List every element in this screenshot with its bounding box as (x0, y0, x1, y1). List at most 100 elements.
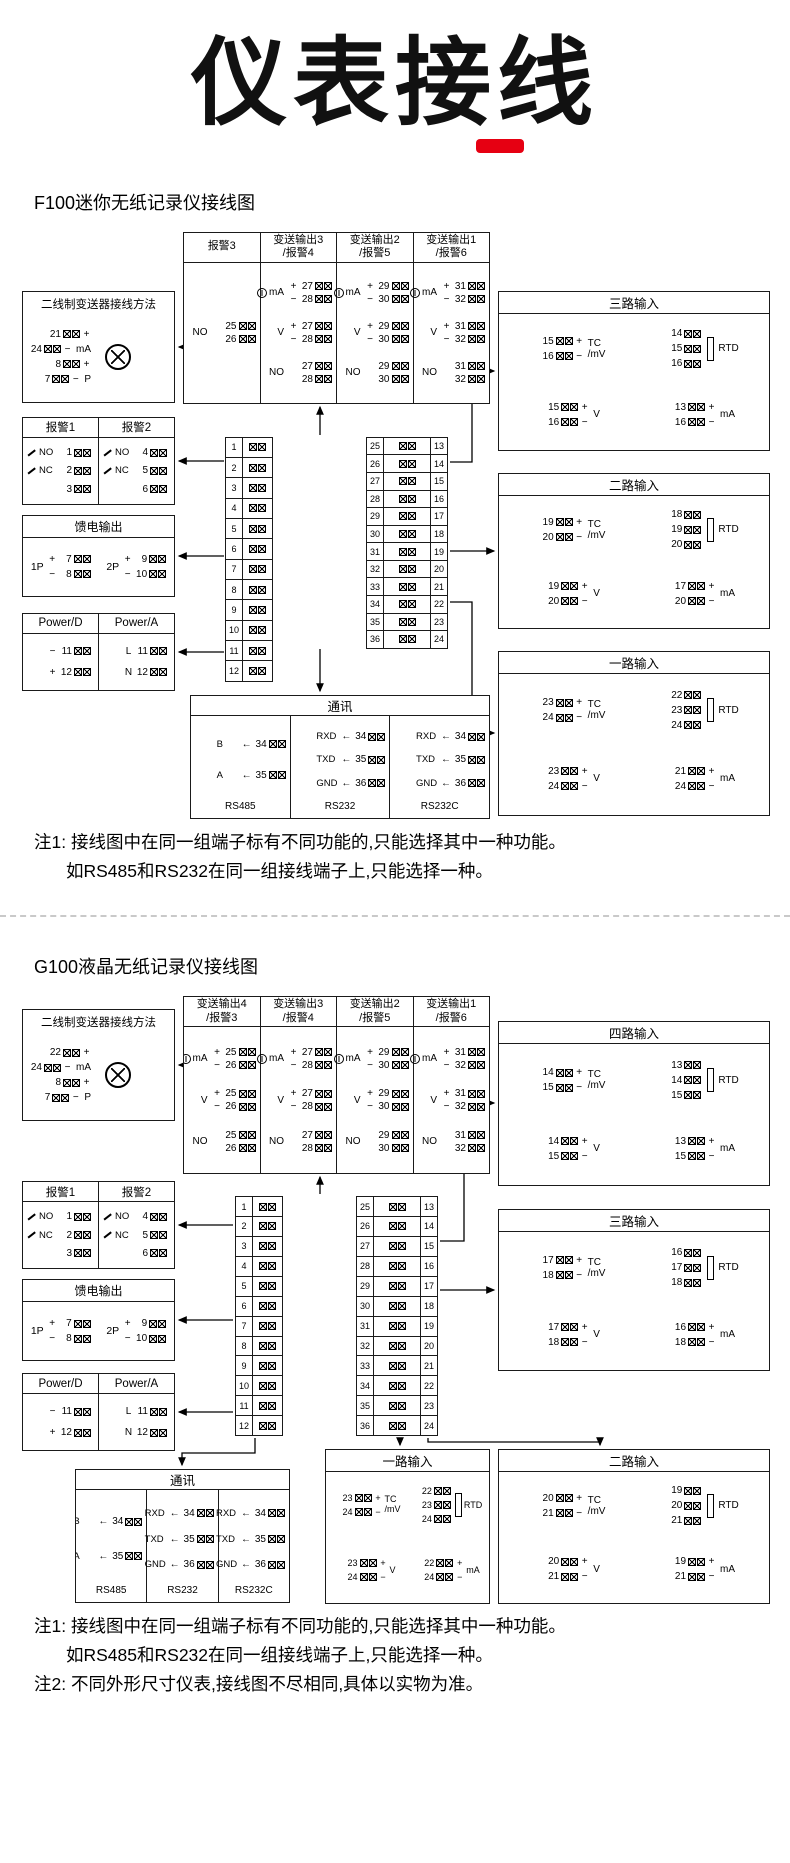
terminal-square-icon (74, 448, 82, 457)
strip-terminals (374, 1337, 420, 1356)
terminal-square-icon (388, 1381, 397, 1390)
terminal-icon (684, 1516, 702, 1525)
terminal-number: 9 (141, 1318, 148, 1330)
strip-row: 12 (226, 661, 272, 681)
terminal-row: 20 (669, 539, 702, 550)
terminal-number: 13 (420, 1197, 437, 1216)
terminal-icon (684, 1248, 702, 1257)
terminal-icon (149, 1319, 167, 1328)
polarity-sign: − (708, 416, 715, 428)
terminal-square-icon (477, 375, 485, 384)
terminal-square-icon (398, 442, 407, 451)
terminal-number: 30 (378, 293, 390, 305)
terminal-square-icon (436, 1572, 445, 1581)
terminal-number: 6 (142, 483, 148, 495)
relay-contact-icon (27, 1213, 36, 1221)
terminal-number: 15 (542, 1082, 554, 1094)
terminal-row: 20+ (546, 1556, 589, 1567)
terminal-icon (468, 1144, 485, 1153)
polarity-sign: + (375, 1493, 381, 1504)
terminal-square-icon (688, 767, 697, 776)
strip-terminals (253, 1396, 282, 1415)
terminal-square-icon (693, 721, 702, 730)
terminal-row: 21 (669, 1515, 702, 1526)
terminal-number: 4 (226, 498, 243, 519)
terminal-row: 32 (442, 1143, 485, 1154)
terminal-icon (684, 510, 702, 519)
terminal-square-icon (82, 1319, 91, 1328)
terminal-square-icon (267, 1560, 276, 1569)
polarity-sign: − (708, 780, 715, 792)
input-box-title: 二路输入 (499, 1450, 769, 1473)
option-label-text: V (353, 1094, 361, 1106)
terminal-square-icon (397, 1202, 406, 1211)
terminal-icon (398, 582, 416, 591)
strip-row: 10 (226, 620, 272, 642)
terminal-icon (468, 362, 485, 371)
option-terminals: +31−32 (442, 1088, 485, 1112)
terminal-icon (398, 459, 416, 468)
terminal-icon (555, 1494, 573, 1503)
terminal-number: 18 (671, 509, 683, 521)
input-type-label: RTD (463, 1500, 483, 1511)
terminal-square-icon (259, 1361, 267, 1370)
terminal-number: 7 (226, 559, 243, 580)
input-type-label-line: /mV (384, 1504, 401, 1515)
terminal-number: 6 (226, 539, 243, 559)
terminal-square-icon (63, 330, 71, 339)
relay-contact-icon (27, 449, 36, 456)
option-label-text: NO (345, 367, 361, 379)
terminal-square-icon (468, 295, 476, 304)
terminal-square-icon (684, 1263, 693, 1272)
terminal-square-icon (259, 1381, 267, 1390)
terminal-icon (555, 1271, 573, 1280)
terminal-square-icon (570, 403, 579, 412)
terminal-icon (315, 1144, 332, 1153)
terminal-number: 25 (367, 437, 384, 455)
terminal-rows: 21+24− (673, 766, 716, 792)
terminal-row: +9 (123, 1318, 167, 1330)
strip-terminals (243, 438, 272, 457)
strip-row: 4 (236, 1256, 282, 1277)
terminal-square-icon (570, 1137, 579, 1146)
option-label: NO (422, 367, 437, 378)
terminal-icon (267, 1560, 285, 1569)
terminal-square-icon (53, 1063, 61, 1072)
terminal-icon (238, 1102, 256, 1111)
terminal-number: 31 (357, 1316, 374, 1336)
output-option: V+29−30 (341, 1088, 409, 1112)
terminal-number: 16 (542, 350, 554, 362)
terminal-square-icon (391, 1061, 400, 1070)
current-source-icon (333, 1053, 344, 1064)
terminal-number: 31 (454, 320, 466, 332)
terminal-icon (388, 1421, 406, 1430)
strip-terminals (384, 455, 430, 472)
terminal-icon (688, 403, 706, 412)
terminal-square-icon (555, 352, 564, 361)
terminal-square-icon (277, 740, 286, 749)
terminal-square-icon (400, 362, 409, 371)
wire-arrow-icon: ← (240, 1533, 251, 1545)
terminal-square-icon (315, 1089, 323, 1098)
terminal-number: 35 (355, 754, 367, 766)
terminal-number: 24 (674, 780, 687, 792)
terminal-square-icon (400, 282, 409, 291)
terminal-number: 3 (66, 483, 72, 495)
terminal-row: 22 (669, 690, 702, 701)
terminal-row: 23 (419, 1500, 451, 1510)
terminal-icon (150, 485, 167, 494)
strip-row: 3 (226, 478, 272, 499)
terminal-square-icon (83, 448, 91, 457)
strip-terminals (374, 1277, 420, 1296)
